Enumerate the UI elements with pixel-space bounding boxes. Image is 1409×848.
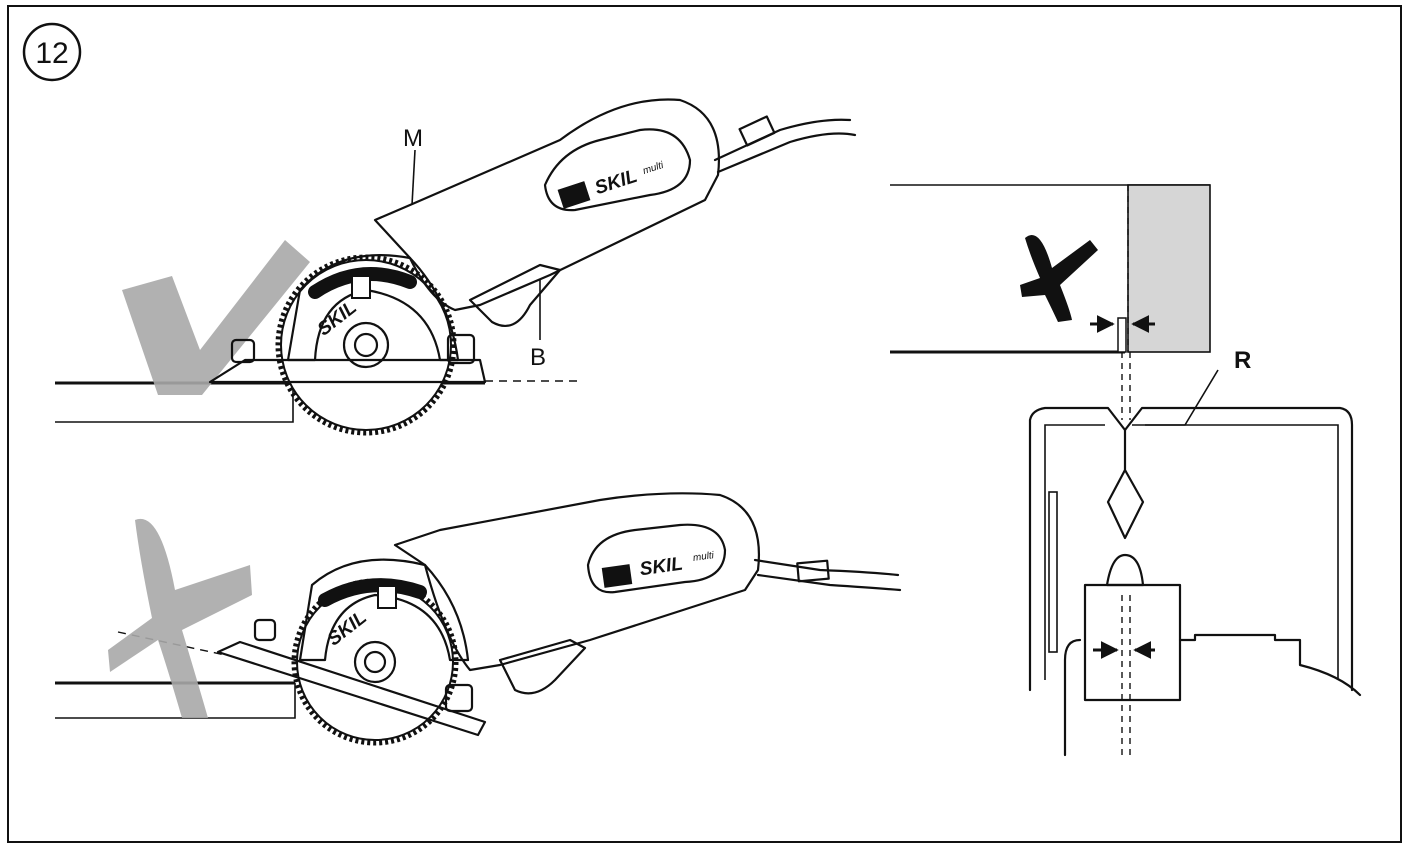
figure-number-badge: 12 xyxy=(22,22,82,82)
label-b: B xyxy=(530,344,546,371)
saw-incorrect-position: SKIL SKIL multi xyxy=(55,492,902,746)
figure-frame xyxy=(7,5,1402,843)
cross-mark-black-icon xyxy=(1020,234,1098,322)
alignment-detail xyxy=(890,184,1362,757)
saw-correct-position: SKIL SKIL multi xyxy=(55,98,857,436)
saw-brand-bottom: SKIL xyxy=(638,553,684,580)
figure-number: 12 xyxy=(35,37,68,70)
saw-blade-top xyxy=(275,254,457,436)
check-mark-icon xyxy=(122,240,310,395)
label-m: M xyxy=(403,125,423,152)
saw-blade-bottom xyxy=(291,578,459,746)
saw-brand-top: SKIL xyxy=(592,166,640,199)
cross-mark-icon xyxy=(108,518,252,718)
saw-model-bottom: multi xyxy=(692,550,715,564)
saw-model-top: multi xyxy=(641,160,665,177)
label-r: R xyxy=(1234,347,1251,374)
